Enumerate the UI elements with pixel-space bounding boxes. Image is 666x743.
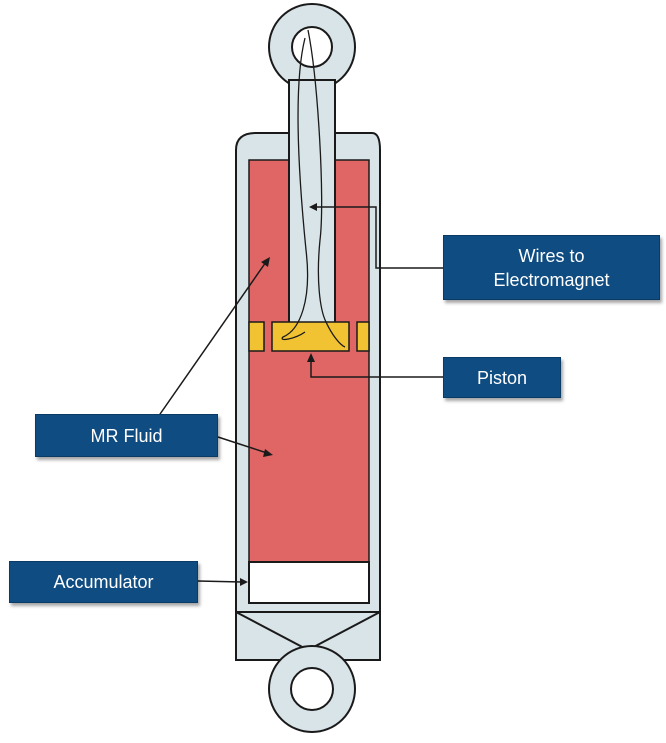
mr-fluid-connector-down: [217, 436, 268, 454]
wire-2: [307, 29, 346, 348]
mr-fluid-arrowhead-down: [263, 449, 273, 457]
wires-label-line-1: Wires to: [518, 245, 585, 266]
accumulator-chamber: [248, 561, 370, 604]
mr-fluid-arrowhead-up: [261, 257, 270, 267]
accumulator-arrowhead: [240, 578, 248, 586]
accumulator-label: Accumulator: [9, 561, 198, 603]
wires-arrowhead: [309, 203, 317, 211]
wires-to-electromagnet-label: Wires to Electromagnet: [443, 235, 660, 300]
piston-connector: [310, 359, 443, 378]
wire-1: [281, 37, 309, 341]
piston-label: Piston: [443, 357, 561, 398]
mr-fluid-label-text: MR Fluid: [90, 425, 163, 446]
piston-arrowhead: [307, 353, 315, 362]
piston-side-left: [248, 321, 265, 352]
top-eye-hole: [291, 26, 333, 68]
accumulator-connector: [197, 580, 243, 583]
mr-fluid-connector-up: [157, 261, 267, 418]
bottom-eye-hole: [290, 667, 334, 711]
piston-rod: [288, 79, 336, 324]
mr-fluid-label: MR Fluid: [35, 414, 218, 457]
piston-label-text: Piston: [476, 367, 528, 388]
piston-side-right: [356, 321, 370, 352]
accumulator-label-text: Accumulator: [53, 572, 154, 592]
wires-label-line-2: Electromagnet: [493, 269, 610, 290]
wires-connector: [312, 206, 443, 269]
